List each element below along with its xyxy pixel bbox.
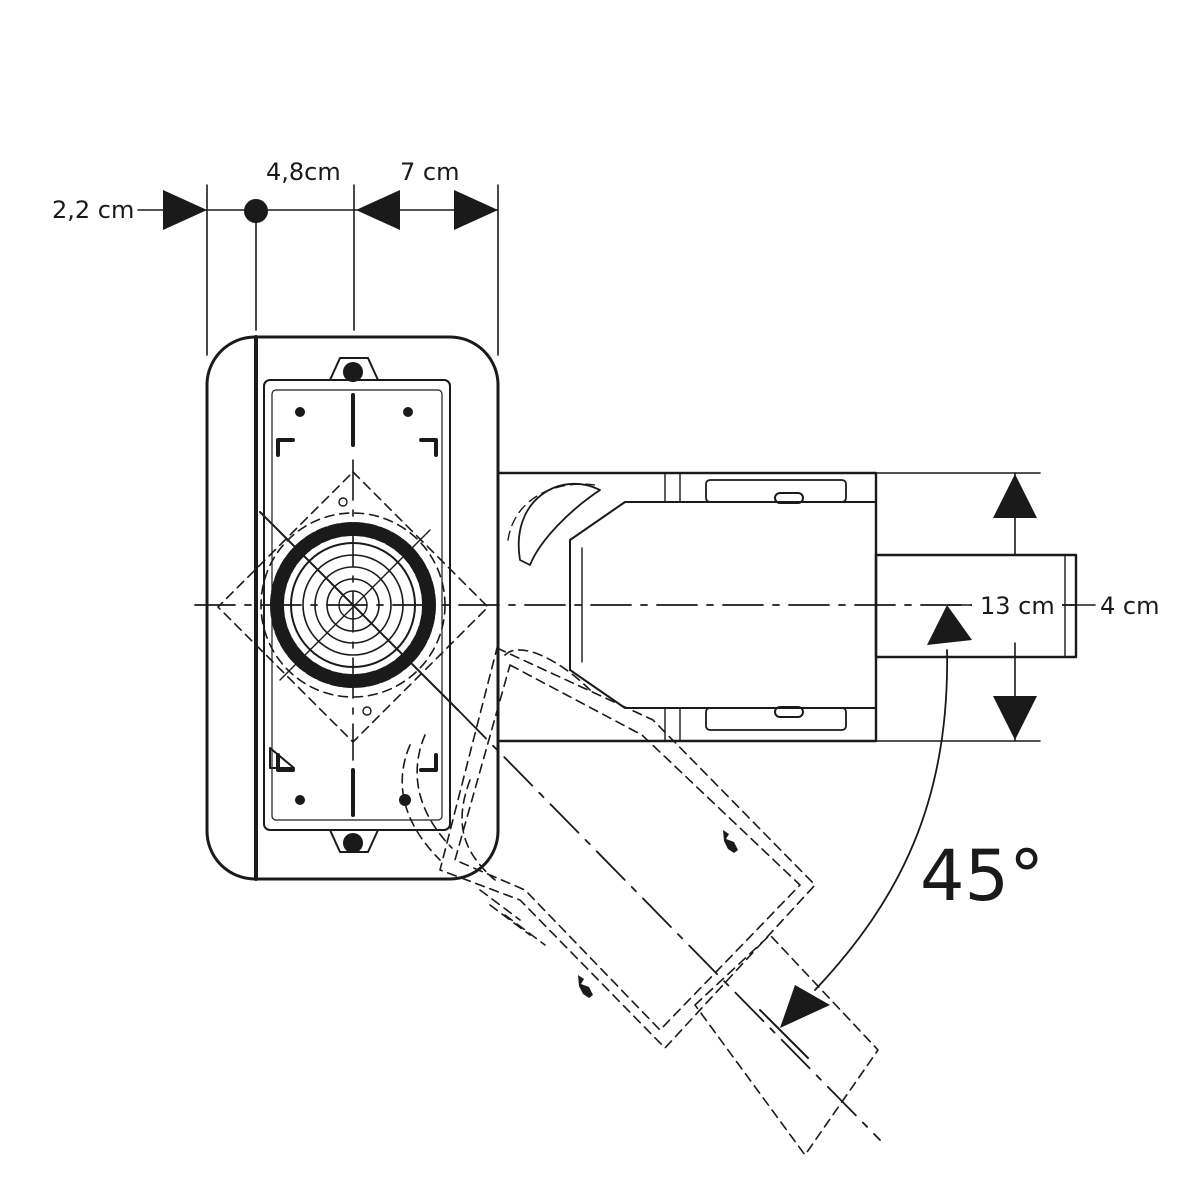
hole-br bbox=[399, 794, 411, 806]
screw-holes bbox=[295, 362, 413, 853]
diagonal-axis bbox=[259, 511, 459, 711]
angle-tick bbox=[759, 1009, 809, 1059]
angle-arrow-top bbox=[927, 605, 972, 645]
arrow-down-13cm bbox=[993, 696, 1037, 740]
rotated-outlet-inner bbox=[454, 664, 801, 1031]
rotated-flap bbox=[504, 649, 591, 691]
hole-tl bbox=[295, 407, 305, 417]
hole-tr bbox=[403, 407, 413, 417]
dim-label-4-8: 4,8cm bbox=[266, 158, 341, 186]
arrow-left-7cm bbox=[356, 190, 400, 230]
rotated-housing-dashed bbox=[217, 471, 489, 743]
rotated-clip-marks bbox=[578, 830, 738, 998]
ring-bolt-top bbox=[338, 497, 348, 507]
corner-bracket-br bbox=[419, 753, 438, 772]
top-tab bbox=[329, 357, 379, 381]
screw-top bbox=[343, 362, 363, 382]
angle-label: 45° bbox=[920, 835, 1044, 917]
dim-label-13: 13 cm bbox=[980, 592, 1055, 620]
outlet-body bbox=[496, 471, 878, 743]
ring-bolt-bottom bbox=[362, 706, 372, 716]
diagonal-45-axis bbox=[457, 709, 881, 1141]
outlet-assembly bbox=[496, 471, 1078, 743]
corner-bracket-tr bbox=[419, 438, 438, 457]
corner-bracket-tl bbox=[276, 438, 295, 457]
clip-slot-top bbox=[774, 492, 804, 504]
dim-label-4: 4 cm bbox=[1100, 592, 1159, 620]
corner-bracket-bl bbox=[276, 753, 295, 772]
clip-slot-bottom bbox=[774, 706, 804, 718]
outlet-chamfer-bottom bbox=[569, 669, 877, 709]
dim-label-2-2: 2,2 cm bbox=[52, 196, 134, 224]
rotated-bend-inner bbox=[416, 734, 453, 849]
rotated-bend-3 bbox=[461, 779, 496, 881]
dimension-dot bbox=[244, 199, 268, 223]
angle-arc bbox=[814, 649, 948, 991]
outlet-chamfer-top bbox=[569, 501, 877, 541]
arrow-up-13cm bbox=[993, 474, 1037, 518]
rotated-bend-outer bbox=[401, 744, 441, 861]
pipe-stub bbox=[874, 553, 1078, 659]
rotated-pipe-stub bbox=[694, 934, 879, 1156]
rotated-outlet-dashed bbox=[401, 647, 879, 1156]
arrow-right-2-2 bbox=[163, 190, 207, 230]
hole-bl bbox=[295, 795, 305, 805]
screw-bottom bbox=[343, 833, 363, 853]
corner-wedge bbox=[269, 747, 295, 769]
dim-label-7: 7 cm bbox=[400, 158, 459, 186]
angle-arrow-bottom bbox=[780, 985, 830, 1028]
arrow-right-7cm bbox=[454, 190, 498, 230]
rotated-outlet-body bbox=[439, 647, 816, 1049]
outlet-flap bbox=[517, 482, 601, 566]
